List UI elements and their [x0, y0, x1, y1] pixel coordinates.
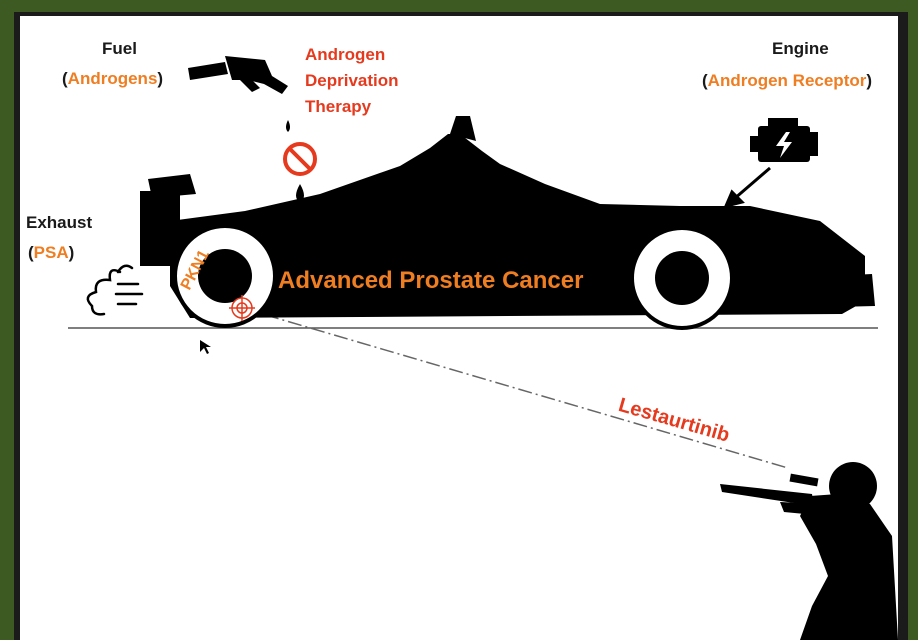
exhaust-icon [88, 266, 142, 315]
fuel-detail-label: (Androgens) [62, 68, 163, 90]
fuel-nozzle-icon [188, 56, 288, 94]
fuel-detail: Androgens [68, 69, 158, 88]
engine-label: Engine [772, 38, 829, 60]
exhaust-word: Exhaust [26, 213, 92, 232]
sniper-silhouette [720, 462, 898, 640]
no-sign-icon [285, 144, 315, 174]
line-of-fire [242, 308, 788, 468]
therapy-label: Androgen Deprivation Therapy [305, 42, 399, 120]
diagram-artwork [20, 16, 898, 640]
engine-icon [750, 118, 818, 162]
front-wheel [632, 228, 732, 328]
engine-detail: Androgen Receptor [708, 71, 867, 90]
exhaust-label: Exhaust [26, 212, 92, 234]
engine-detail-label: (Androgen Receptor) [702, 70, 872, 92]
exhaust-detail: PSA [34, 243, 69, 262]
front-wing [790, 274, 875, 308]
mouse-cursor-icon [200, 340, 211, 354]
therapy-line-3: Therapy [305, 94, 399, 120]
slide-canvas: Fuel (Androgens) Androgen Deprivation Th… [20, 16, 898, 640]
therapy-line-1: Androgen [305, 42, 399, 68]
exhaust-detail-label: (PSA) [28, 242, 74, 264]
fuel-word: Fuel [102, 39, 137, 58]
engine-arrow [726, 168, 770, 206]
fuel-label: Fuel [102, 38, 137, 60]
engine-word: Engine [772, 39, 829, 58]
car-label: Advanced Prostate Cancer [278, 266, 583, 296]
therapy-line-2: Deprivation [305, 68, 399, 94]
